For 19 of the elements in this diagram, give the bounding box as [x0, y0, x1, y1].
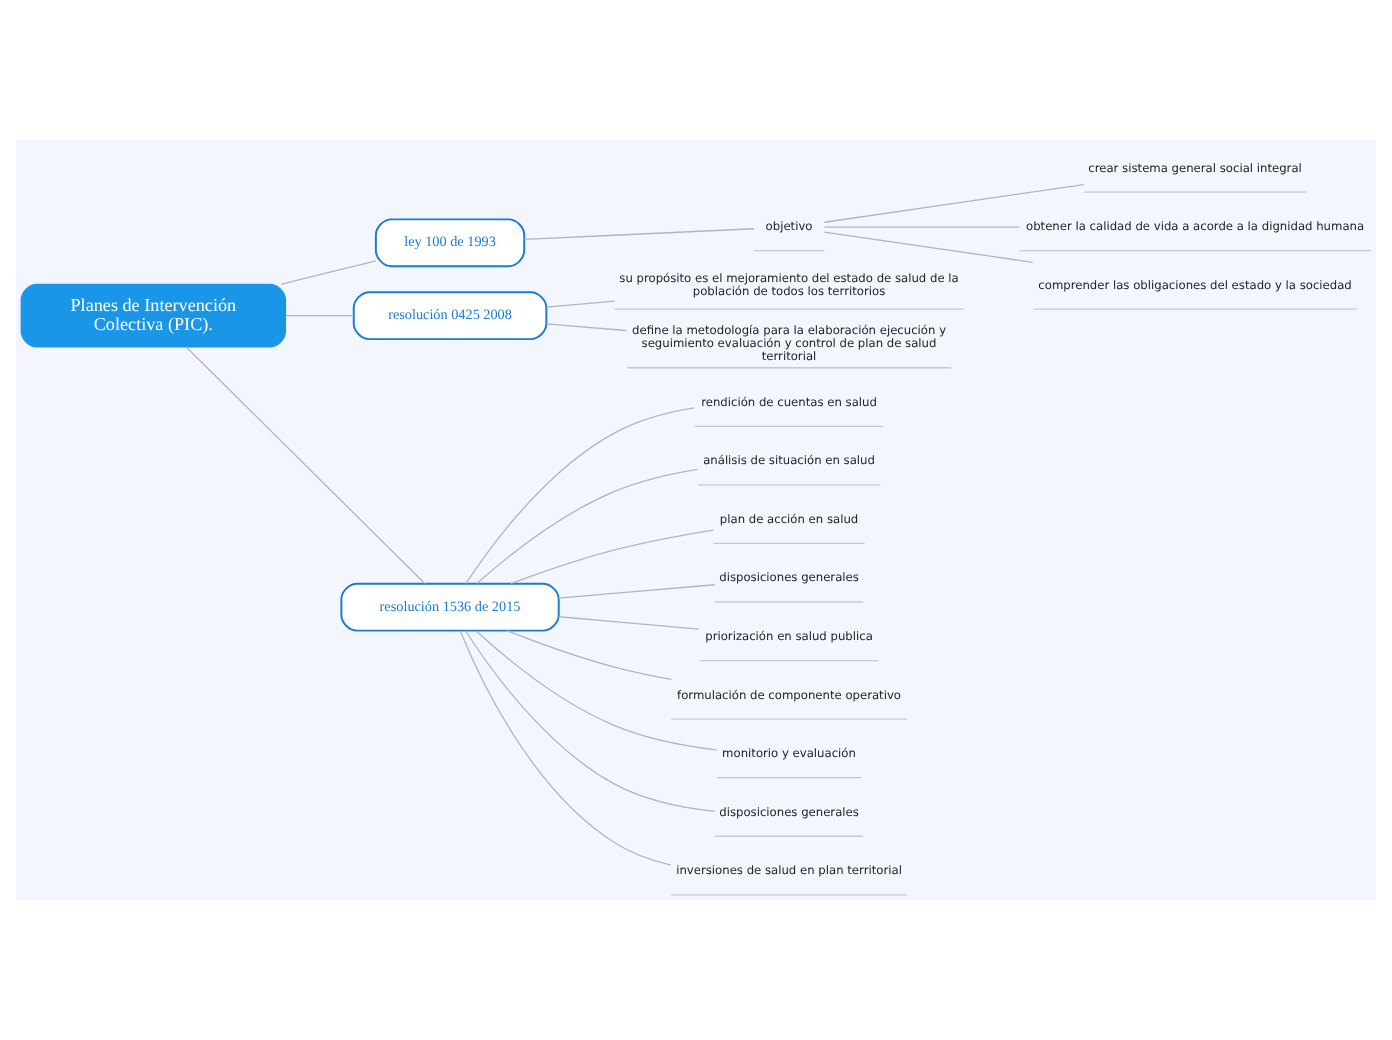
- connector: [475, 630, 718, 751]
- connector: [510, 529, 715, 585]
- connector: [823, 183, 1085, 223]
- connector: [506, 629, 672, 681]
- connector: [285, 315, 355, 317]
- connector: [186, 346, 426, 585]
- connector: [476, 468, 699, 585]
- connector: [465, 407, 695, 585]
- node-box: Planes de Intervención Colectiva (PIC).: [20, 283, 287, 348]
- connector: [464, 630, 716, 812]
- connector: [558, 584, 716, 599]
- connector: [545, 323, 628, 332]
- connector: [558, 616, 700, 630]
- connector: [823, 226, 1020, 228]
- connector: [523, 228, 755, 241]
- connector: [823, 231, 1034, 264]
- connector: [459, 630, 672, 866]
- connector: [280, 260, 377, 285]
- connector: [545, 300, 616, 308]
